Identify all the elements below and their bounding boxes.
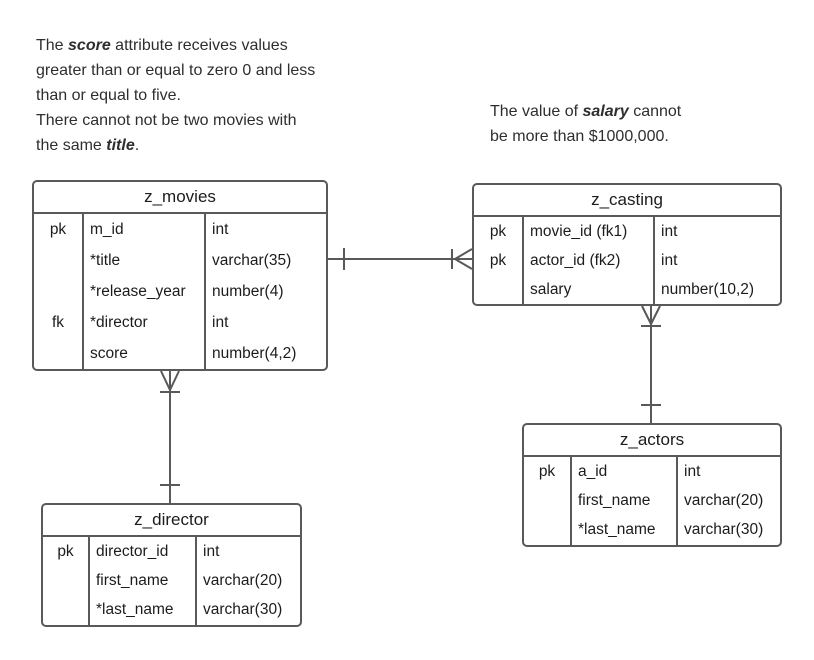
crow-foot-prong bbox=[650, 305, 661, 325]
row-name-cell: *title bbox=[84, 245, 206, 276]
entity-rows: pk movie_id (fk1) int pk actor_id (fk2) … bbox=[474, 217, 780, 304]
note-text: The bbox=[36, 37, 69, 54]
entity-rows: pk director_id int first_name varchar(20… bbox=[43, 537, 300, 625]
row-type-cell: varchar(20) bbox=[684, 491, 764, 509]
row-type-cell: varchar(20) bbox=[203, 571, 283, 589]
row-key-cell bbox=[34, 276, 84, 307]
row-name-cell: actor_id (fk2) bbox=[524, 246, 655, 275]
row-type-cell: int bbox=[661, 251, 678, 269]
row-name-cell: a_id bbox=[572, 457, 678, 487]
row-key-cell: pk bbox=[474, 246, 524, 275]
entity-title: z_movies bbox=[34, 182, 326, 214]
row-name-cell: director_id bbox=[90, 537, 197, 567]
entity-title: z_director bbox=[43, 505, 300, 537]
row-name-cell: first_name bbox=[572, 486, 678, 516]
entity-z-director[interactable]: z_director pk director_id int first_name… bbox=[41, 503, 302, 627]
row-key-cell: pk bbox=[43, 537, 90, 567]
row-type-cell: varchar(30) bbox=[684, 521, 764, 539]
row-type-cell: int bbox=[661, 222, 678, 240]
connector-z-casting-z-actors[interactable] bbox=[641, 305, 661, 423]
entity-z-casting[interactable]: z_casting pk movie_id (fk1) int pk actor… bbox=[472, 183, 782, 306]
row-name-cell: movie_id (fk1) bbox=[524, 217, 655, 246]
entity-rows: pk a_id int first_name varchar(20) *last… bbox=[524, 457, 780, 545]
note-text: . bbox=[134, 137, 140, 154]
row-name-cell: score bbox=[84, 338, 206, 369]
row-name-cell: first_name bbox=[90, 566, 197, 596]
row-key-cell bbox=[474, 275, 524, 304]
row-name-cell: m_id bbox=[84, 214, 206, 245]
row-type-cell: varchar(35) bbox=[212, 251, 292, 269]
row-name-cell: *release_year bbox=[84, 276, 206, 307]
note-text: greater than or equal to zero 0 and less bbox=[36, 62, 316, 79]
salary-constraint-note[interactable]: The value of salary cannot be more than … bbox=[490, 99, 681, 149]
score-constraint-note[interactable]: The score attribute receives values grea… bbox=[36, 33, 315, 158]
row-name-cell: *last_name bbox=[572, 515, 678, 545]
row-key-cell: pk bbox=[34, 214, 84, 245]
note-text: the same bbox=[36, 137, 107, 154]
row-type-cell: int bbox=[212, 220, 229, 238]
row-type-cell: number(10,2) bbox=[661, 280, 755, 298]
crow-foot-prong bbox=[454, 258, 473, 270]
row-type-cell: number(4) bbox=[212, 282, 284, 300]
row-type-cell: int bbox=[203, 542, 220, 560]
row-type-cell: int bbox=[212, 313, 229, 331]
note-text: There cannot not be two movies with bbox=[36, 112, 297, 129]
note-text-salary: salary bbox=[582, 103, 629, 120]
row-key-cell bbox=[43, 595, 90, 625]
entity-rows: pk m_id int *title varchar(35) *release_… bbox=[34, 214, 326, 369]
note-text-score: score bbox=[68, 37, 111, 54]
row-key-cell bbox=[524, 515, 572, 545]
connector-z-movies-z-director[interactable] bbox=[160, 370, 180, 503]
note-text: The value of bbox=[490, 103, 583, 120]
crow-foot-prong bbox=[641, 305, 652, 325]
row-key-cell bbox=[34, 338, 84, 369]
row-key-cell: pk bbox=[474, 217, 524, 246]
crow-foot-prong bbox=[169, 370, 180, 391]
row-type-cell: varchar(30) bbox=[203, 601, 283, 619]
row-type-cell: int bbox=[684, 462, 701, 480]
note-text: than or equal to five. bbox=[36, 87, 181, 104]
row-key-cell bbox=[34, 245, 84, 276]
row-key-cell: pk bbox=[524, 457, 572, 487]
crow-foot-prong bbox=[454, 248, 473, 260]
row-name-cell: *last_name bbox=[90, 595, 197, 625]
note-text: be more than $1000,000. bbox=[490, 128, 669, 145]
entity-z-movies[interactable]: z_movies pk m_id int *title varchar(35) … bbox=[32, 180, 328, 371]
entity-z-actors[interactable]: z_actors pk a_id int first_name varchar(… bbox=[522, 423, 782, 547]
row-type-cell: number(4,2) bbox=[212, 344, 297, 362]
row-key-cell bbox=[43, 566, 90, 596]
note-text-title: title bbox=[106, 137, 135, 154]
connector-z-movies-z-casting[interactable] bbox=[328, 248, 473, 270]
row-key-cell: fk bbox=[34, 307, 84, 338]
note-text: cannot bbox=[628, 103, 682, 120]
note-text: attribute receives values bbox=[110, 37, 288, 54]
crow-foot-prong bbox=[160, 370, 171, 391]
row-key-cell bbox=[524, 486, 572, 516]
entity-title: z_casting bbox=[474, 185, 780, 217]
entity-title: z_actors bbox=[524, 425, 780, 457]
row-name-cell: salary bbox=[524, 275, 655, 304]
row-name-cell: *director bbox=[84, 307, 206, 338]
